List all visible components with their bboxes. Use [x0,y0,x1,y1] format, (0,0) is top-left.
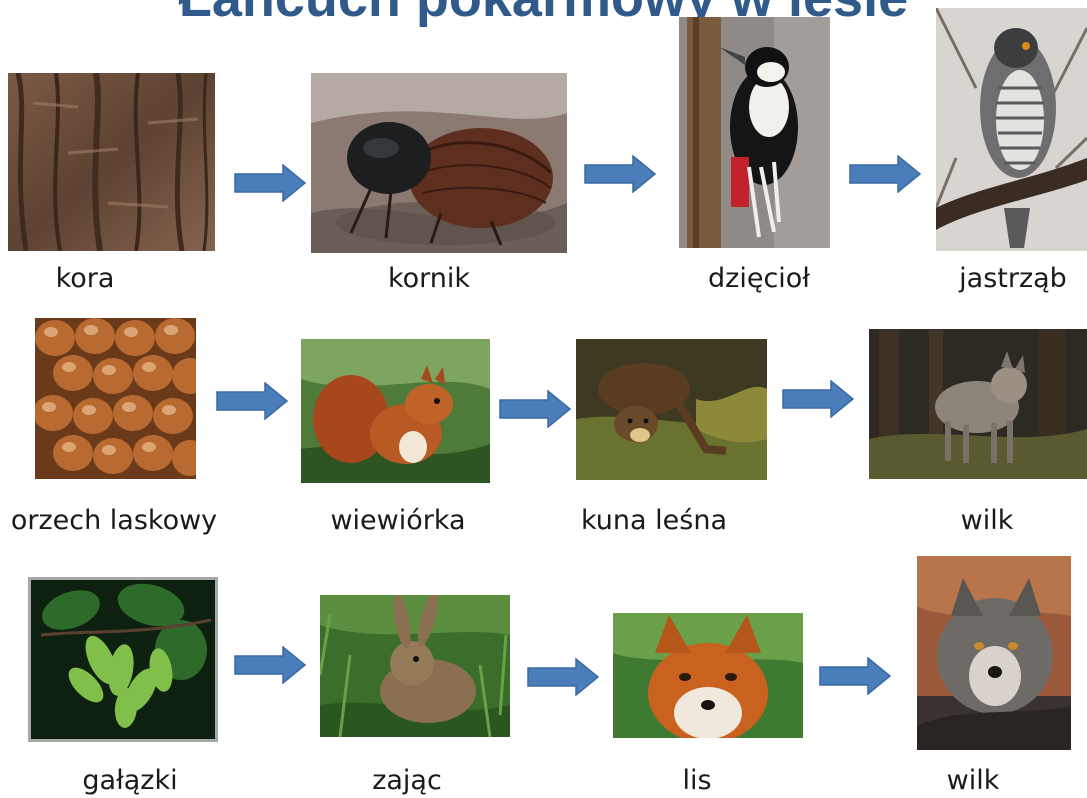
arrow-right-icon [233,164,307,202]
item-label: wiewiórka [268,504,528,538]
item-label: jastrząb [883,262,1087,296]
woodpecker-image [679,17,830,248]
item-label: orzech laskowy [0,504,244,538]
item-label: kuna leśna [524,504,784,538]
slide-title: Łańcuch pokarmowy w lesie [0,0,1087,30]
arrow-right-icon [498,390,572,428]
item-label: dzięcioł [629,262,889,296]
item-label: kornik [299,262,559,296]
arrow-right-icon [818,657,892,695]
hare-image [320,595,510,737]
red-fox-image [613,613,803,738]
item-label: wilk [857,504,1087,538]
item-label: kora [0,262,215,296]
arrow-right-icon [848,155,922,193]
red-squirrel-image [301,339,490,483]
hornbeam-twig-image [28,577,218,742]
arrow-right-icon [215,382,289,420]
item-label: lis [567,764,827,798]
arrow-right-icon [526,658,600,696]
bark-beetle-image [311,73,567,253]
wolf-image [869,329,1087,479]
arrow-right-icon [233,646,307,684]
wolf-portrait-image [917,556,1071,750]
hawk-image [936,8,1087,251]
item-label: zając [277,764,537,798]
arrow-right-icon [583,155,657,193]
item-label: gałązki [0,764,260,798]
item-label: wilk [843,764,1087,798]
pine-marten-image [576,339,767,480]
tree-bark-image [8,73,215,251]
arrow-right-icon [781,380,855,418]
hazelnuts-image [35,318,196,479]
